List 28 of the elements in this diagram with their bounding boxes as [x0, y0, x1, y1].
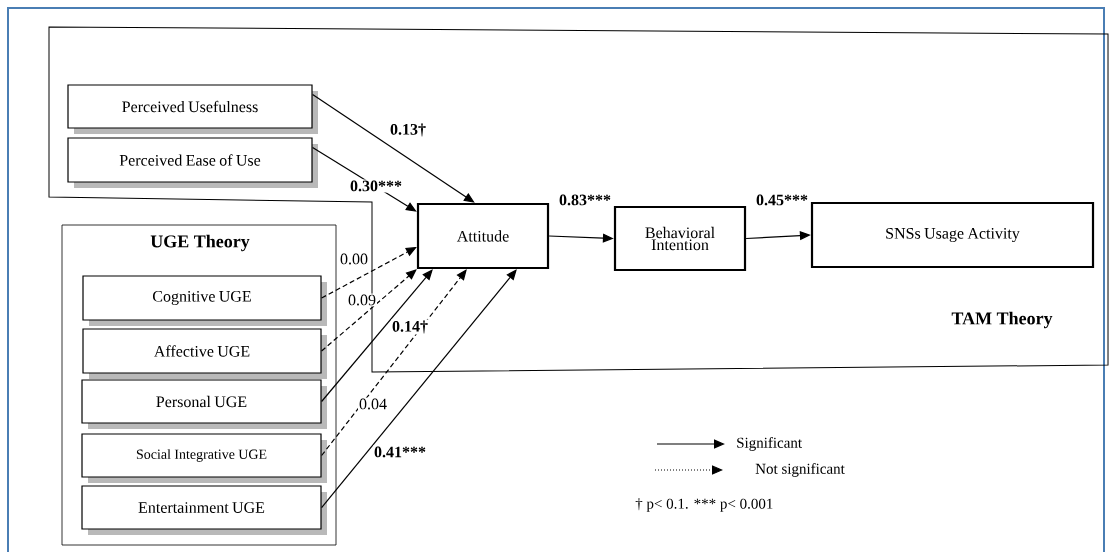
arrow — [312, 93, 475, 203]
path-coefficient: 0.13† — [389, 122, 427, 138]
construct-box: SNSs Usage Activity — [810, 201, 1095, 269]
path-coefficient: 0.00 — [339, 252, 369, 266]
legend-text: Not significant — [755, 463, 845, 477]
path-coefficient: 0.45*** — [755, 193, 809, 207]
path-coefficient: 0.30*** — [349, 179, 403, 193]
construct-box: Cognitive UGE — [82, 275, 327, 326]
construct-box: Personal UGE — [81, 379, 327, 429]
arrow — [321, 269, 417, 352]
construct-box: Social Integrative UGE — [81, 433, 327, 483]
construct-box: Affective UGE — [82, 328, 327, 379]
path-coefficient: 0.83*** — [558, 193, 612, 207]
arrow — [312, 146, 417, 212]
path-coefficient: 0.14† — [391, 319, 429, 335]
construct-box: Perceived Usefulness — [67, 84, 318, 134]
construct-box: Entertainment UGE — [81, 485, 327, 535]
significance-note: † p< 0.1. *** p< 0.001 — [635, 498, 773, 512]
arrow — [321, 269, 467, 457]
path-coefficient: 0.41*** — [373, 445, 427, 459]
construct-box: Perceived Ease of Use — [67, 137, 318, 188]
legend-text: Significant — [737, 437, 802, 451]
arrow — [321, 269, 517, 509]
arrow — [321, 269, 433, 403]
construct-box: Attitude — [416, 202, 550, 270]
path-coefficient: 0.09 — [347, 293, 377, 307]
construct-box: Behavioral Intention — [613, 205, 747, 272]
path-coefficient: 0.04 — [358, 397, 388, 411]
